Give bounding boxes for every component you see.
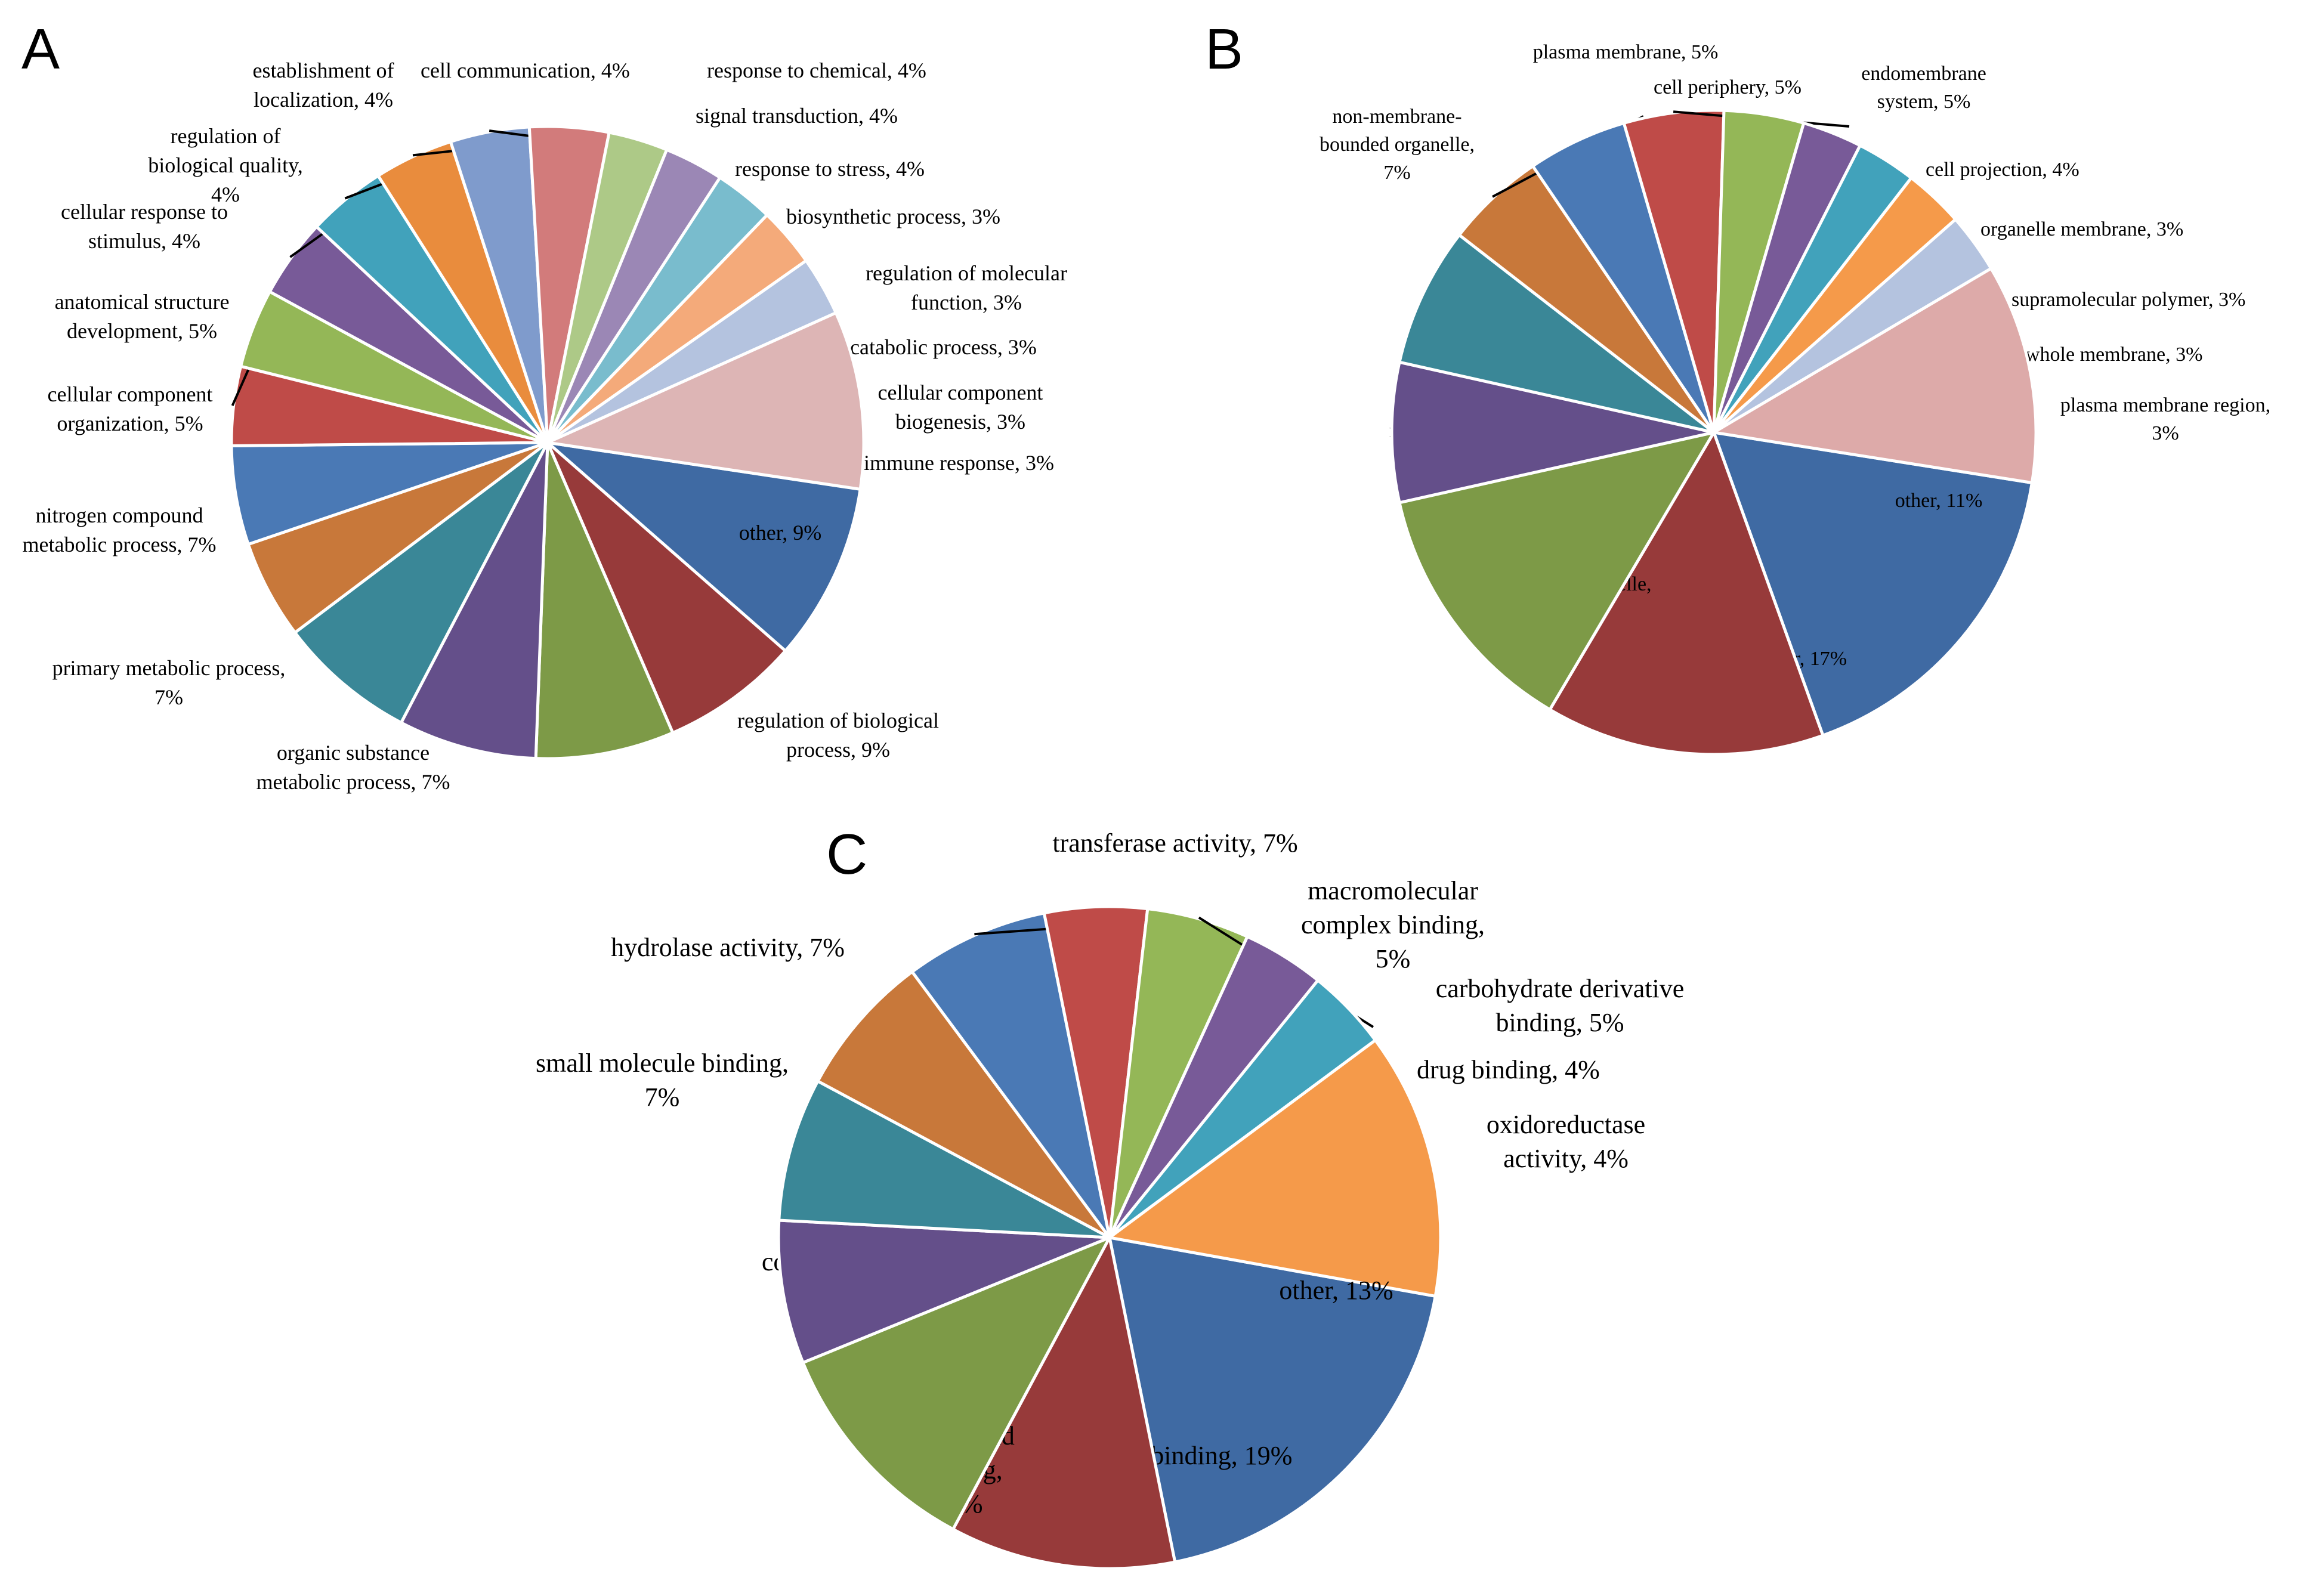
panel-letter-a: A (21, 17, 60, 81)
pie-c-slice-label-4: hydrolase activity, 7% (611, 933, 845, 962)
pie-b-slice-2 (1398, 430, 1717, 712)
pie-b-slice-3 (1390, 360, 1714, 505)
pie-a-slice-4 (292, 441, 549, 725)
pie-c-slice-label-6: transferase activity, 7% (1052, 828, 1297, 858)
pie-chart-b: intracellular, 17%intracellular organell… (1205, 17, 2270, 756)
pie-c-slice-4 (777, 1079, 1111, 1239)
pie-b-slice-label-10: supramolecular polymer, 3% (2011, 289, 2245, 311)
pie-b-slice-4 (1398, 233, 1715, 434)
pie-a-slice-19 (542, 311, 866, 491)
pie-chart-c: protein binding, 19%organiccycliccompoun… (536, 822, 1685, 1570)
pie-b-slice-7 (1622, 109, 1726, 433)
pie-a-slice-label-12: signal transduction, 4% (696, 104, 898, 128)
pie-a-slice-0 (542, 440, 863, 653)
pie-a-slice-5 (246, 441, 549, 635)
pie-c-slice-5 (815, 969, 1111, 1239)
pie-c-slice-label-9: drug binding, 4% (1417, 1055, 1600, 1084)
pie-a-slice-label-14: biosynthetic process, 3% (786, 205, 1000, 228)
panel-letter-c: C (826, 822, 867, 886)
pie-c-slice-2 (801, 1235, 1113, 1532)
pie-a-slice-label-3: primary metabolic process,7% (52, 656, 286, 709)
pie-a-slice-label-13: response to stress, 4% (735, 157, 925, 181)
pie-c-slice-8 (1108, 907, 1250, 1239)
pie-b-slice-0 (1711, 430, 2034, 738)
pie-b-slice-label-4: non-membrane-bounded organelle,7% (1320, 106, 1475, 184)
pie-b-slice-1 (1547, 429, 1825, 756)
pie-b-slice-label-9: organelle membrane, 3% (1980, 218, 2183, 240)
pie-b-slice-label-13: other, 11% (1895, 490, 1983, 512)
pie-a-slice-6 (230, 441, 548, 546)
panel-letter-b: B (1205, 17, 1243, 81)
pie-a-slice-1 (546, 441, 788, 735)
pie-b-slice-label-6: cell periphery, 5% (1654, 76, 1802, 98)
pie-a-slice-label-16: catabolic process, 3% (850, 335, 1037, 359)
pie-a-slice-label-11: response to chemical, 4% (707, 58, 926, 82)
pie-a-slice-3 (399, 441, 549, 760)
pie-b-slice-label-5: plasma membrane, 5% (1533, 41, 1719, 63)
pie-c-slice-3 (777, 1218, 1110, 1365)
pie-b-slice-label-12: plasma membrane region,3% (2060, 394, 2270, 444)
pie-a-slice-label-19: other, 9% (739, 521, 822, 545)
pie-b-slice-13 (1709, 266, 2038, 485)
pie-b-slice-6 (1531, 121, 1716, 434)
pie-a-slice-label-10: cell communication, 4% (421, 58, 630, 82)
pie-c-slice-label-3: small molecule binding,7% (536, 1048, 789, 1112)
pie-c-slice-1 (951, 1233, 1177, 1570)
pie-a-slice-label-18: immune response, 3% (864, 451, 1054, 475)
pie-c-slice-label-11: other, 13% (1279, 1276, 1393, 1305)
pie-c-slice-11 (1105, 1038, 1442, 1298)
pie-c-slice-7 (1042, 905, 1150, 1238)
pie-b-slice-label-11: whole membrane, 3% (2025, 344, 2202, 366)
pie-a-slice-2 (534, 442, 675, 760)
pie-c-slice-0 (1107, 1235, 1438, 1564)
pie-b-slice-label-8: cell projection, 4% (1926, 159, 2079, 181)
